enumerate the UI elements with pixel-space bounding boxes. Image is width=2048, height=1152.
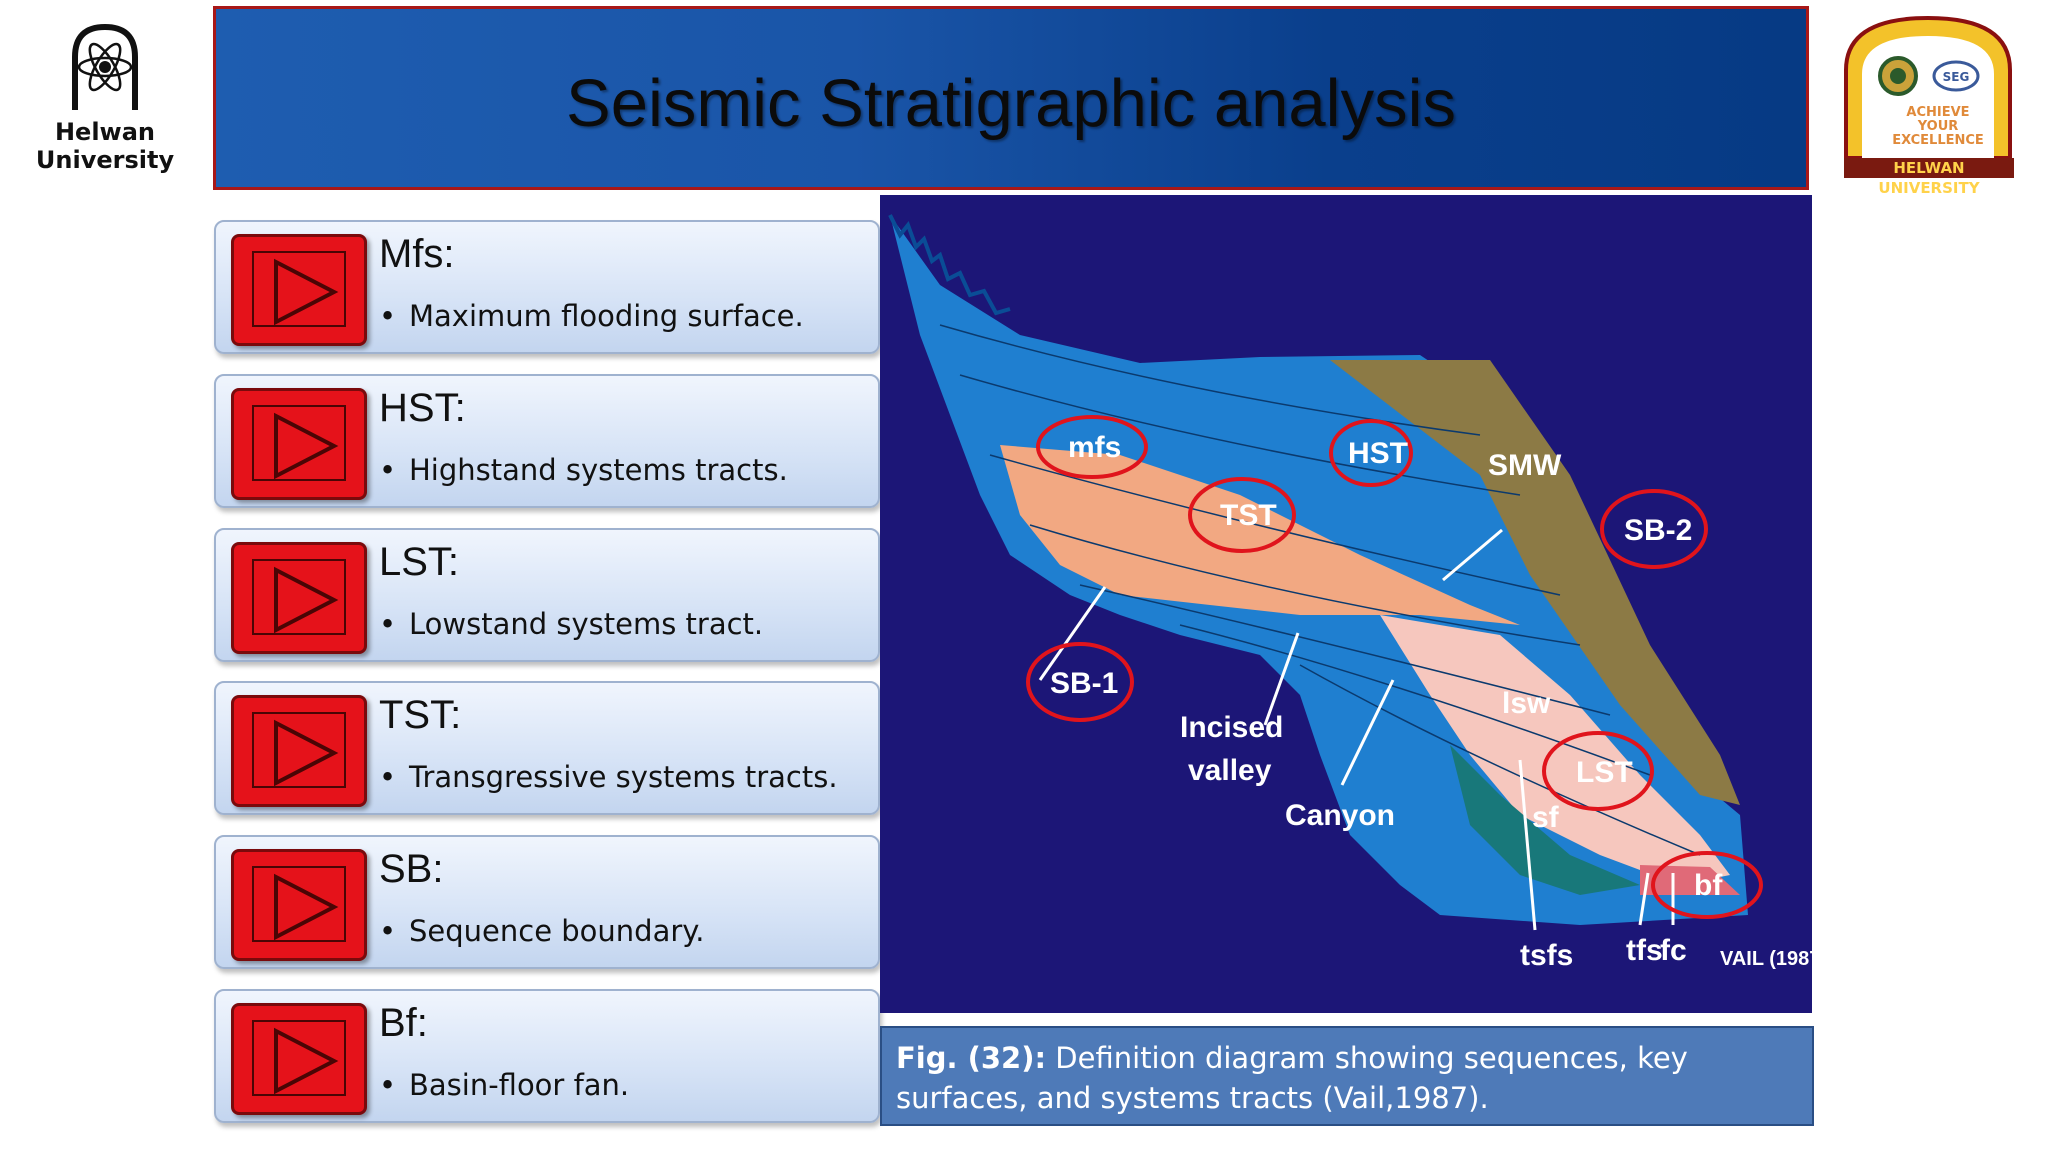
- label-incised: Incised: [1180, 711, 1283, 744]
- logo-text-line2: University: [35, 146, 175, 174]
- play-button[interactable]: [231, 695, 367, 807]
- highlight-circles: [1026, 415, 1763, 919]
- label-sb1: SB-1: [1050, 667, 1118, 700]
- logo-band-text: HELWAN UNIVERSITY: [1844, 158, 2014, 197]
- term-description: •Lowstand systems tract.: [379, 607, 764, 641]
- label-mfs: mfs: [1068, 431, 1121, 464]
- term-card-lst: LST: •Lowstand systems tract.: [214, 528, 880, 662]
- play-icon: [274, 566, 339, 634]
- term-label: LST:: [379, 540, 460, 584]
- label-smw: SMW: [1488, 449, 1562, 482]
- label-lst: LST: [1576, 756, 1633, 789]
- label-hst: HST: [1348, 437, 1408, 470]
- play-button[interactable]: [231, 388, 367, 500]
- label-sb2: SB-2: [1624, 514, 1692, 547]
- term-label: TST:: [379, 693, 462, 737]
- label-lsw: lsw: [1502, 687, 1551, 720]
- term-description: •Basin-floor fan.: [379, 1068, 630, 1102]
- svg-text:EXCELLENCE: EXCELLENCE: [1892, 133, 1984, 148]
- slope-fan-layer: [1450, 745, 1640, 895]
- label-tst: TST: [1220, 499, 1277, 532]
- aapg-seg-helwan-logo-icon: SEG ACHIEVE YOUR EXCELLENCE: [1844, 15, 2012, 160]
- play-icon: [274, 412, 339, 480]
- play-button[interactable]: [231, 849, 367, 961]
- helwan-university-logo: Helwan University: [30, 22, 180, 172]
- play-button[interactable]: [231, 542, 367, 654]
- label-tfs: tfs: [1626, 934, 1663, 967]
- svg-text:SEG: SEG: [1943, 70, 1970, 84]
- play-button[interactable]: [231, 234, 367, 346]
- label-sf: sf: [1532, 801, 1560, 834]
- term-card-sb: SB: •Sequence boundary.: [214, 835, 880, 969]
- term-card-tst: TST: •Transgressive systems tracts.: [214, 681, 880, 815]
- title-banner: Seismic Stratigraphic analysis: [213, 6, 1809, 190]
- play-icon: [274, 1027, 339, 1095]
- term-description: •Highstand systems tracts.: [379, 453, 788, 487]
- diagram-svg: mfs HST SMW TST SB-2 SB-1 Incised valley…: [888, 214, 1827, 972]
- caption-text: Definition diagram showing sequences, ke…: [896, 1041, 1688, 1115]
- logo-text-line1: Helwan: [54, 118, 156, 146]
- term-description: •Transgressive systems tracts.: [379, 760, 838, 794]
- play-icon: [274, 258, 339, 326]
- term-card-hst: HST: •Highstand systems tracts.: [214, 374, 880, 508]
- atom-arch-logo-icon: [72, 23, 138, 110]
- jagged-edge: [888, 214, 1011, 316]
- label-vail: VAIL (1987): [1720, 948, 1812, 970]
- term-description: •Maximum flooding surface.: [379, 299, 804, 333]
- term-label: Bf:: [379, 1001, 428, 1045]
- bedding-lines: [939, 324, 1701, 856]
- label-canyon: Canyon: [1285, 799, 1395, 832]
- page-title: Seismic Stratigraphic analysis: [566, 66, 1456, 141]
- play-button[interactable]: [231, 1003, 367, 1115]
- figure-caption: Fig. (32): Definition diagram showing se…: [880, 1026, 1814, 1126]
- basin-floor-fan-layer: [1640, 865, 1740, 895]
- term-description: •Sequence boundary.: [379, 914, 705, 948]
- sequence-stratigraphy-diagram: mfs HST SMW TST SB-2 SB-1 Incised valley…: [880, 195, 1827, 1013]
- caption-prefix: Fig. (32):: [896, 1041, 1047, 1075]
- play-icon: [274, 719, 339, 787]
- label-valley: valley: [1188, 754, 1272, 787]
- term-label: HST:: [379, 386, 466, 430]
- society-logo: SEG ACHIEVE YOUR EXCELLENCE HELWAN UNIVE…: [1838, 10, 2018, 197]
- play-icon: [274, 873, 339, 941]
- smw-layer: [1330, 360, 1740, 805]
- label-tsfs: tsfs: [1520, 939, 1573, 972]
- label-bf: bf: [1694, 869, 1723, 902]
- pointer-lines: [1038, 528, 1675, 931]
- label-fc: fc: [1660, 934, 1687, 967]
- svg-text:YOUR: YOUR: [1917, 119, 1959, 134]
- term-label: Mfs:: [379, 232, 455, 276]
- tst-layer: [1000, 445, 1520, 625]
- term-card-bf: Bf: •Basin-floor fan.: [214, 989, 880, 1123]
- term-card-mfs: Mfs: •Maximum flooding surface.: [214, 220, 880, 354]
- svg-text:ACHIEVE: ACHIEVE: [1906, 105, 1969, 120]
- term-label: SB:: [379, 847, 444, 891]
